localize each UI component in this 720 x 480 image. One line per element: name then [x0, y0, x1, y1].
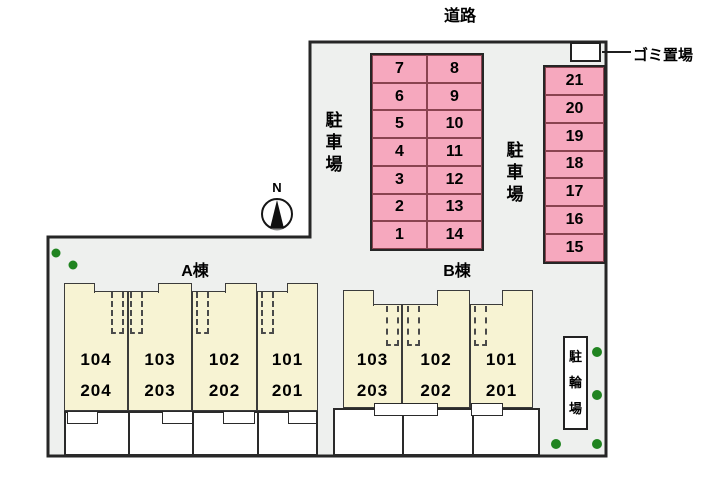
tree-dot: [592, 347, 602, 357]
parking-grid-left: 7 8 6 9 5 10 4 11 3 12 2 13 1 14: [370, 53, 484, 251]
parking-space: 19: [545, 122, 604, 151]
garbage-box: [570, 42, 601, 62]
parking-space: 3: [372, 165, 427, 194]
tree-dot: [592, 390, 602, 400]
unit-roof-tab: [502, 290, 533, 306]
entry-stairs-dashed: [130, 292, 143, 334]
porch-divider: [402, 410, 404, 454]
parking-space: 16: [545, 206, 604, 235]
building-b-label: B棟: [443, 263, 471, 280]
building-b-unit: [470, 290, 533, 408]
parking-space: 13: [427, 193, 482, 222]
unit-body: [64, 291, 128, 411]
tree-dot: [68, 260, 78, 270]
entrance-porch: [288, 411, 317, 424]
unit-number: 101: [485, 350, 518, 369]
parking-space: 21: [545, 67, 604, 95]
unit-roof-tab: [343, 290, 374, 306]
unit-body: [402, 304, 470, 408]
parking-space: 20: [545, 94, 604, 123]
entrance-porch: [162, 411, 193, 424]
parking-space: 1: [372, 221, 427, 249]
porch-divider: [128, 413, 130, 454]
unit-number: 201: [485, 381, 518, 400]
parking-space: 8: [427, 55, 482, 83]
unit-body: [128, 291, 192, 411]
parking-area-left-label: 駐 車 場: [325, 111, 343, 174]
unit-number: 204: [80, 381, 112, 400]
building-a-unit: [128, 283, 192, 411]
parking-space: 7: [372, 55, 427, 83]
unit-roof-tab: [225, 283, 257, 293]
building-b-unit: [402, 290, 470, 408]
tree-dot: [592, 439, 602, 449]
unit-number: 201: [271, 381, 304, 400]
parking-space: 11: [427, 138, 482, 166]
unit-roof-tab: [158, 283, 192, 293]
entry-stairs-dashed: [386, 306, 399, 346]
building-b-unit: [343, 290, 402, 408]
tree-dot: [551, 439, 561, 449]
entrance-porch: [67, 411, 98, 424]
parking-space: 10: [427, 110, 482, 139]
parking-grid-right: 21 20 19 18 17 16 15: [543, 65, 606, 264]
entrance-porch: [374, 403, 438, 416]
unit-body: [343, 304, 402, 408]
building-a-label: A棟: [181, 263, 209, 280]
unit-roof-tab: [437, 290, 470, 306]
building-a-unit: [257, 283, 318, 411]
tree-dot: [51, 248, 61, 258]
porch-divider: [192, 413, 194, 454]
porch-divider: [257, 413, 259, 454]
unit-number: 103: [356, 350, 389, 369]
unit-number: 101: [271, 350, 304, 369]
building-a-unit: [64, 283, 128, 411]
parking-space: 5: [372, 110, 427, 139]
unit-number: 202: [420, 381, 452, 400]
parking-space: 12: [427, 165, 482, 194]
entry-stairs-dashed: [261, 292, 274, 334]
unit-number: 103: [144, 350, 176, 369]
unit-roof-tab: [64, 283, 95, 293]
entry-stairs-dashed: [196, 292, 209, 334]
entrance-porch: [223, 411, 255, 424]
entrance-porch: [471, 403, 503, 416]
unit-number: 203: [356, 381, 389, 400]
unit-body: [470, 304, 533, 408]
unit-number: 202: [208, 381, 241, 400]
entry-stairs-dashed: [474, 306, 487, 346]
road-label: 道路: [443, 8, 476, 25]
north-compass-icon: [261, 198, 293, 231]
building-a-unit: [192, 283, 257, 411]
unit-number: 102: [208, 350, 241, 369]
shrub-dots: [51, 248, 602, 449]
parking-space: 14: [427, 221, 482, 249]
parking-space: 15: [545, 234, 604, 262]
parking-space: 6: [372, 82, 427, 111]
parking-space: 18: [545, 150, 604, 179]
parking-area-right-label: 駐 車 場: [506, 141, 524, 204]
unit-number: 102: [420, 350, 452, 369]
unit-body: [192, 291, 257, 411]
entry-stairs-dashed: [111, 292, 124, 334]
north-label: N: [272, 180, 282, 195]
parking-space: 17: [545, 178, 604, 207]
bicycle-parking-box: 駐 輪 場: [563, 336, 588, 430]
unit-number: 203: [144, 381, 176, 400]
unit-number: 104: [80, 350, 112, 369]
unit-roof-tab: [287, 283, 318, 293]
parking-space: 4: [372, 138, 427, 166]
porch-divider: [472, 410, 474, 454]
parking-space: 2: [372, 193, 427, 222]
entry-stairs-dashed: [407, 306, 420, 346]
unit-body: [257, 291, 318, 411]
garbage-label: ゴミ置場: [633, 47, 694, 64]
parking-space: 9: [427, 82, 482, 111]
